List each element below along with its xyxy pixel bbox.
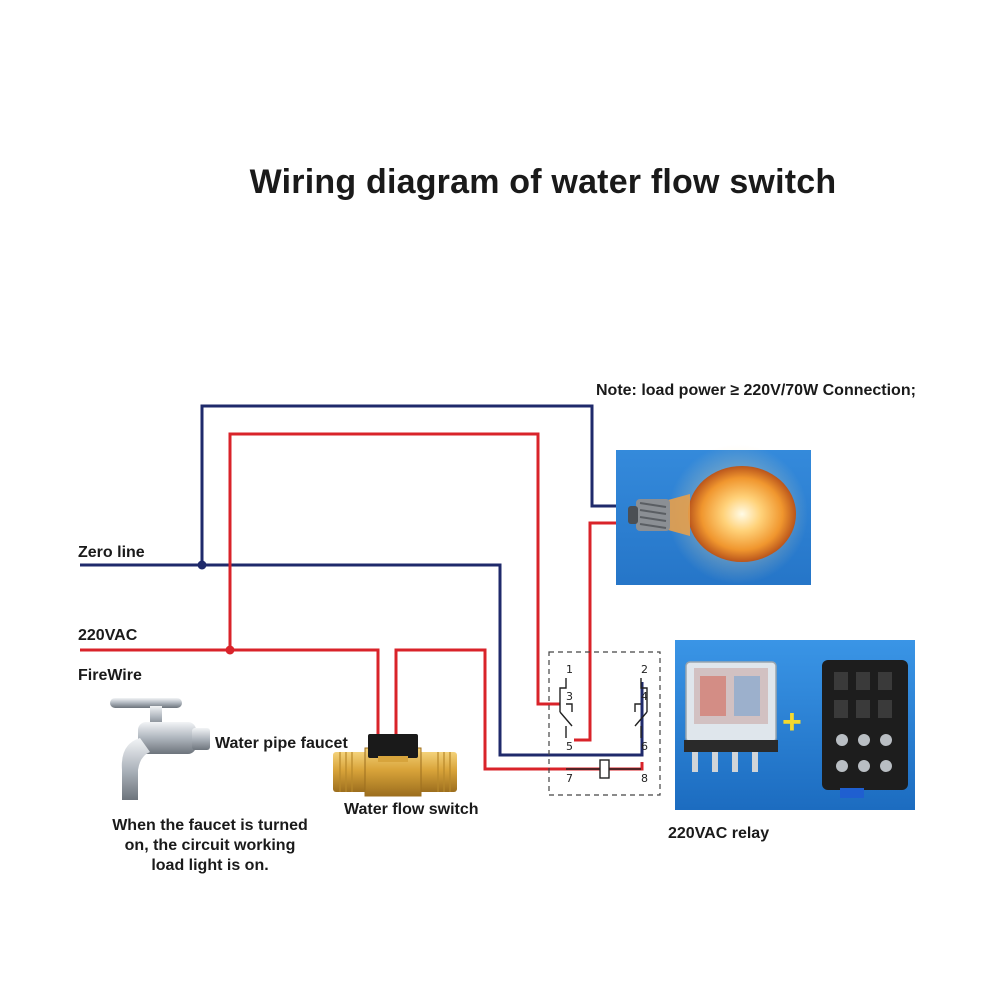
- caption-line-2: on, the circuit working: [124, 837, 296, 854]
- relay-schematic: 1 2 3 4 5 6 7 8: [548, 651, 661, 796]
- flow-switch-label: Water flow switch: [344, 801, 479, 818]
- water-flow-switch-icon: [333, 734, 457, 797]
- relay-label: 220VAC relay: [668, 825, 770, 842]
- relay-socket-icon: [822, 660, 908, 798]
- live-junction-dot: [225, 645, 235, 655]
- firewire-label: FireWire: [78, 667, 142, 684]
- bulb-socket-icon: [628, 499, 670, 531]
- coil-symbol: [599, 759, 610, 779]
- zero-wire: [80, 404, 644, 757]
- light-bulb-photo: [616, 444, 811, 585]
- pin-6: 6: [641, 740, 648, 753]
- diagram-title: Wiring diagram of water flow switch: [249, 163, 837, 201]
- bulb-icon: [688, 466, 796, 562]
- faucet-caption: When the faucet is turned on, the circui…: [80, 816, 340, 876]
- live-wire: [80, 432, 644, 771]
- load-power-note: Note: load power ≥ 220V/70W Connection;: [596, 382, 916, 399]
- faucet-icon: [110, 698, 210, 800]
- caption-line-1: When the faucet is turned: [112, 817, 308, 834]
- pin-7: 7: [566, 772, 573, 785]
- relay-icon: [684, 661, 778, 772]
- pin-1: 1: [566, 663, 573, 676]
- zero-junction-dot: [197, 560, 207, 570]
- caption-line-3: load light is on.: [151, 857, 269, 874]
- plus-icon: +: [782, 703, 802, 741]
- pin-5: 5: [566, 740, 573, 753]
- pin-8: 8: [641, 772, 648, 785]
- pin-3: 3: [566, 690, 573, 703]
- pin-4: 4: [641, 690, 648, 703]
- pin-2: 2: [641, 663, 648, 676]
- relay-photo: +: [675, 640, 915, 810]
- zero-line-label: Zero line: [78, 544, 145, 561]
- vac-label: 220VAC: [78, 627, 138, 644]
- faucet-label: Water pipe faucet: [215, 735, 348, 752]
